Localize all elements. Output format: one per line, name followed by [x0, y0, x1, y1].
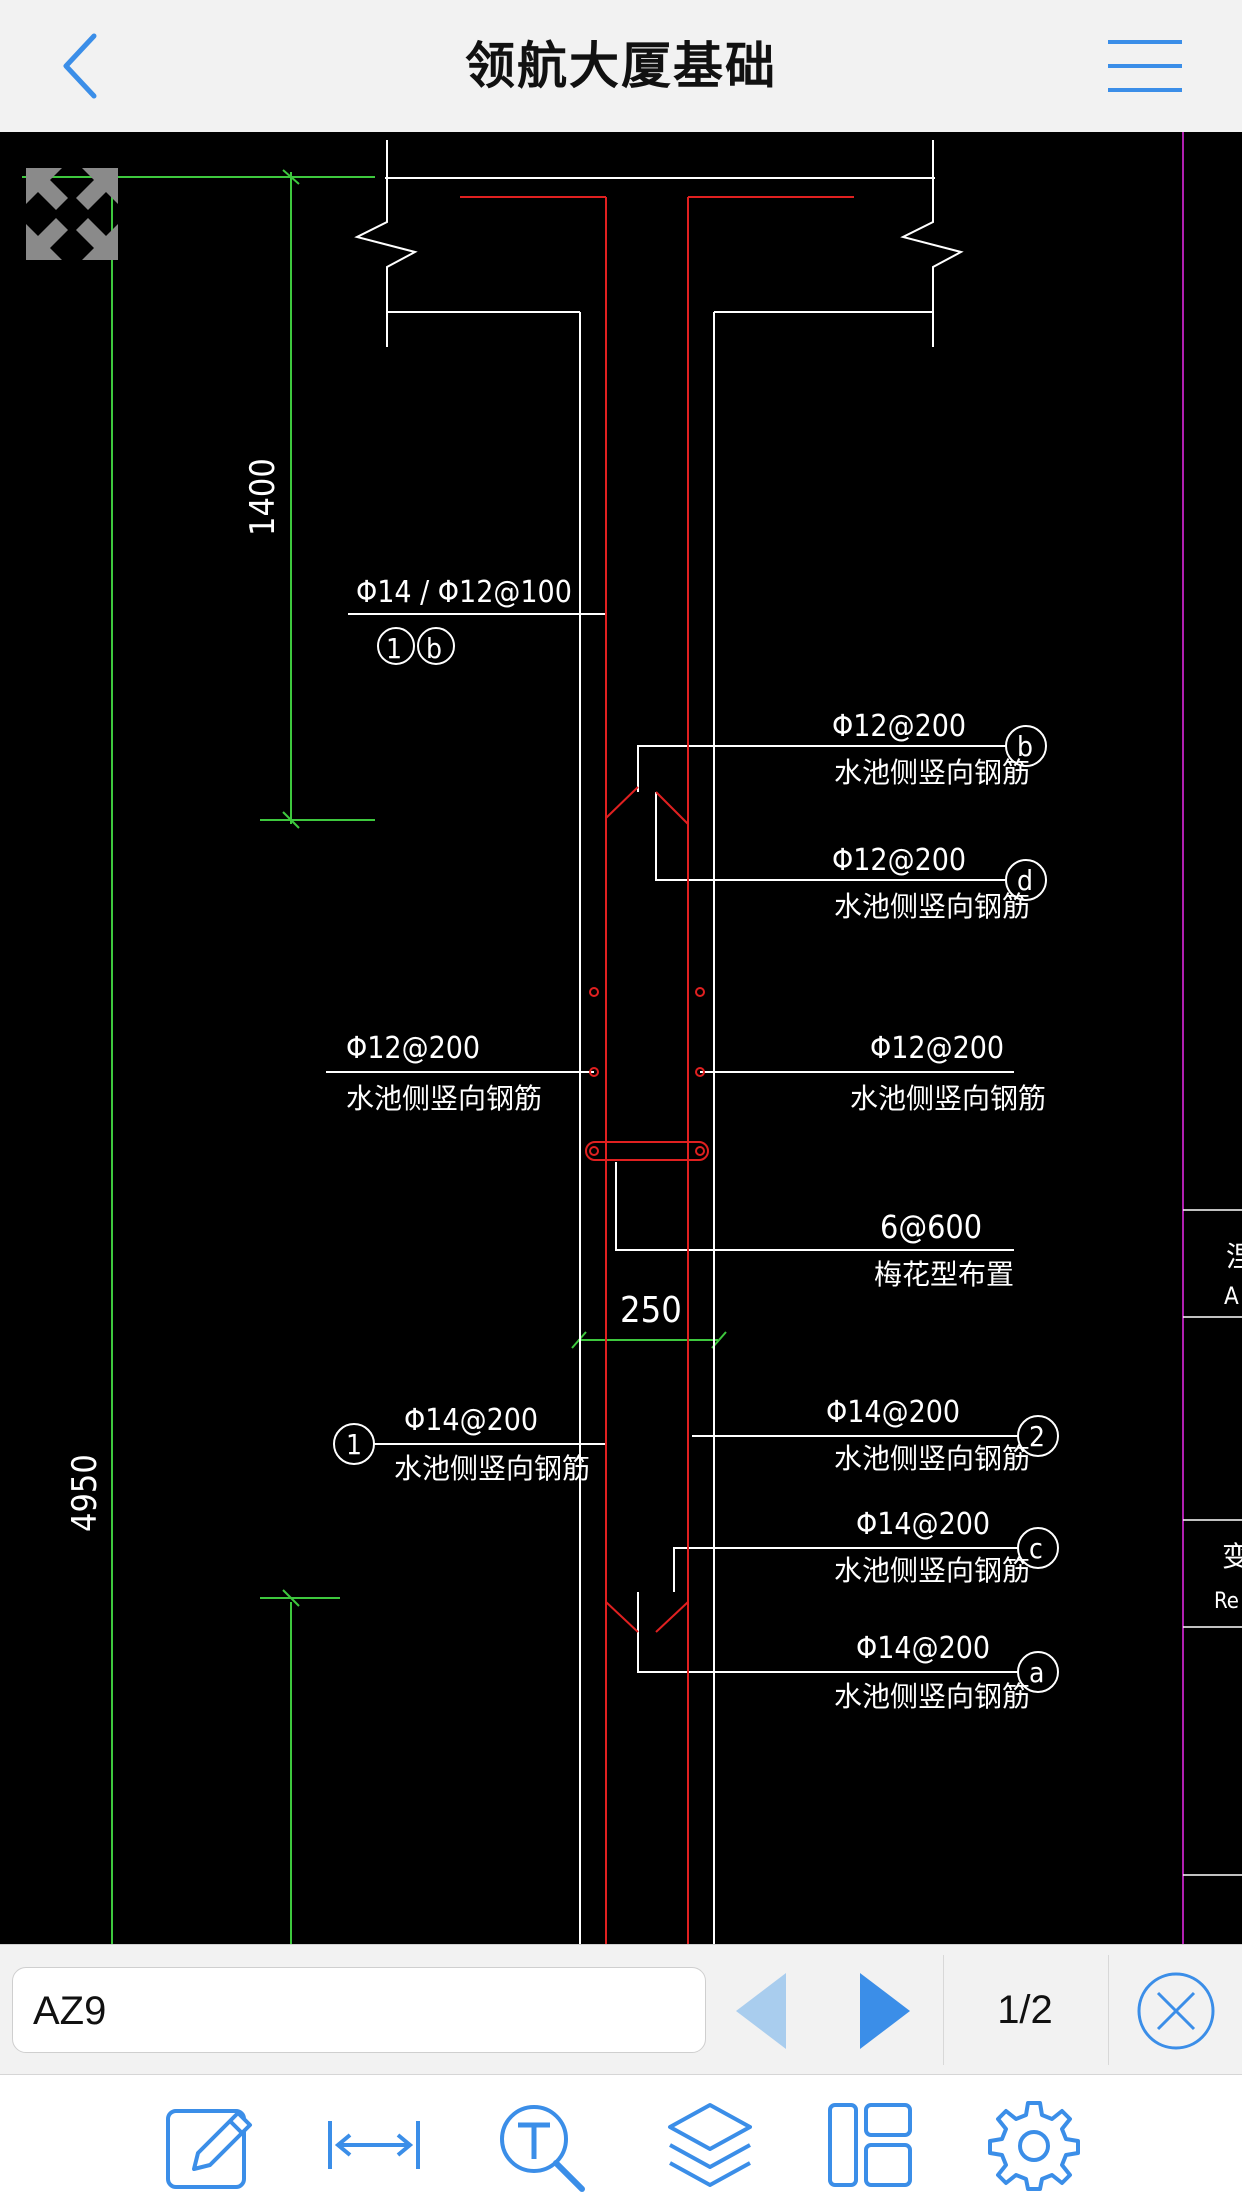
label-low-rc-desc: 水池侧竖向钢筋	[834, 1554, 1030, 1587]
dim-4950: 4950	[65, 1454, 105, 1532]
tag-low-r2: 2	[1029, 1420, 1045, 1453]
annotate-button[interactable]	[162, 2097, 258, 2193]
page-title: 领航大厦基础	[465, 37, 777, 95]
text-search-icon	[500, 2105, 585, 2192]
bottom-toolbar	[0, 2074, 1242, 2209]
nav-bar: 领航大厦基础	[0, 0, 1242, 133]
text-search-button[interactable]	[494, 2097, 590, 2193]
label-mid-left-spec: Φ12@200	[346, 1031, 480, 1066]
fullscreen-button[interactable]	[22, 164, 122, 264]
cad-drawing[interactable]: 1400 4950 250 Φ14 / Φ12@100 1 b Φ12@200 …	[0, 132, 1242, 1944]
triangle-right-icon	[860, 1973, 910, 2049]
label-low-left-desc: 水池侧竖向钢筋	[394, 1452, 590, 1485]
tag-b: b	[426, 632, 442, 665]
label-low-ra-desc: 水池侧竖向钢筋	[834, 1680, 1030, 1713]
settings-button[interactable]	[986, 2097, 1082, 2193]
label-mid-left-desc: 水池侧竖向钢筋	[346, 1082, 542, 1115]
tag-low-rc: c	[1029, 1532, 1043, 1565]
label-mid-right-desc: 水池侧竖向钢筋	[850, 1082, 1046, 1115]
label-low-r2-desc: 水池侧竖向钢筋	[834, 1442, 1030, 1475]
cad-drawing-canvas[interactable]: 1400 4950 250 Φ14 / Φ12@100 1 b Φ12@200 …	[0, 132, 1242, 1944]
result-page-indicator: 1/2	[997, 1988, 1053, 2032]
label-right-b-spec: Φ12@200	[832, 709, 966, 744]
tag-1: 1	[386, 632, 402, 665]
tag-right-b: b	[1017, 730, 1033, 763]
label-tie-desc: 梅花型布置	[874, 1258, 1014, 1291]
previous-result-button[interactable]	[730, 1969, 794, 2053]
settings-icon	[988, 2101, 1080, 2191]
edge-text-1: 涅	[1226, 1240, 1242, 1273]
label-right-d-spec: Φ12@200	[832, 843, 966, 878]
triangle-left-icon	[736, 1973, 786, 2049]
layout-button[interactable]	[822, 2097, 918, 2193]
label-low-r2-spec: Φ14@200	[826, 1395, 960, 1430]
tag-low-left: 1	[346, 1428, 362, 1461]
label-low-rc-spec: Φ14@200	[856, 1507, 990, 1542]
expand-icon	[26, 168, 118, 260]
dim-1400: 1400	[243, 458, 283, 536]
label-right-d-desc: 水池侧竖向钢筋	[834, 890, 1030, 923]
back-button[interactable]	[50, 28, 130, 104]
edge-text-4: Re	[1214, 1589, 1239, 1614]
edit-icon	[166, 2109, 252, 2189]
layout-icon	[828, 2103, 912, 2187]
tag-low-ra: a	[1029, 1656, 1044, 1689]
label-mid-right-spec: Φ12@200	[870, 1031, 1004, 1066]
search-input[interactable]: AZ9	[12, 1967, 706, 2053]
divider	[943, 1955, 944, 2065]
label-low-ra-spec: Φ14@200	[856, 1631, 990, 1666]
layers-icon	[668, 2103, 752, 2187]
search-bar: AZ9 1/2	[0, 1944, 1242, 2075]
menu-button[interactable]	[1106, 36, 1184, 96]
edge-text-2: A	[1224, 1282, 1239, 1310]
layers-button[interactable]	[662, 2097, 758, 2193]
label-top-left: Φ14 / Φ12@100	[356, 575, 572, 610]
close-search-button[interactable]	[1134, 1969, 1218, 2053]
measure-button[interactable]	[326, 2097, 422, 2193]
dim-250: 250	[620, 1290, 682, 1331]
tag-right-d: d	[1017, 864, 1033, 897]
measure-icon	[328, 2121, 420, 2169]
label-right-b-desc: 水池侧竖向钢筋	[834, 756, 1030, 789]
close-circle-icon	[1137, 1972, 1215, 2050]
edge-text-3: 变	[1222, 1540, 1242, 1573]
hamburger-menu-icon	[1108, 40, 1182, 92]
label-tie-spec: 6@600	[880, 1208, 982, 1246]
divider	[1108, 1955, 1109, 2065]
label-low-left-spec: Φ14@200	[404, 1403, 538, 1438]
chevron-left-icon	[63, 33, 97, 99]
next-result-button[interactable]	[852, 1969, 916, 2053]
